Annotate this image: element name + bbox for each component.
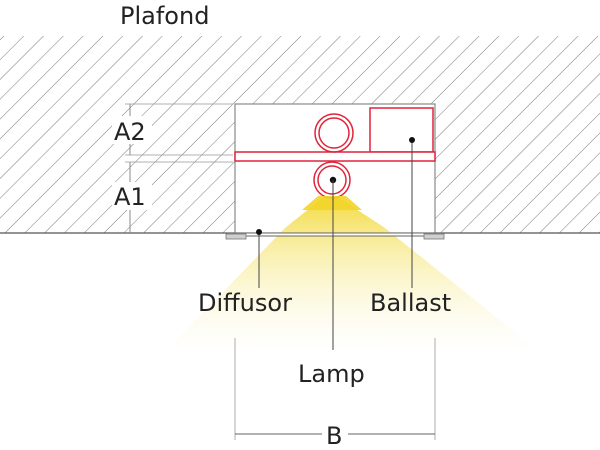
ballast-label: Ballast	[370, 289, 451, 317]
dim-b-label: B	[326, 422, 342, 450]
ceiling-label: Plafond	[120, 2, 209, 30]
diffusor-label: Diffusor	[198, 289, 292, 317]
lamp-glow	[302, 196, 362, 210]
ballast-box	[369, 107, 434, 153]
upper-lamp	[314, 113, 354, 153]
lamp-icon	[313, 161, 351, 199]
light-beam	[165, 192, 540, 352]
mounting-plate	[234, 151, 436, 162]
leader-diffusor	[256, 229, 262, 288]
trim-left	[225, 233, 247, 240]
dim-a2-label: A2	[114, 118, 146, 146]
dimension-a1: A1	[112, 161, 233, 233]
leader-ballast	[409, 137, 415, 288]
dim-a1-label: A1	[114, 183, 146, 211]
lamp-label: Lamp	[298, 360, 365, 388]
trim-right	[423, 233, 445, 240]
dimension-a2: A2	[112, 103, 233, 156]
dimension-b: B	[234, 338, 436, 450]
